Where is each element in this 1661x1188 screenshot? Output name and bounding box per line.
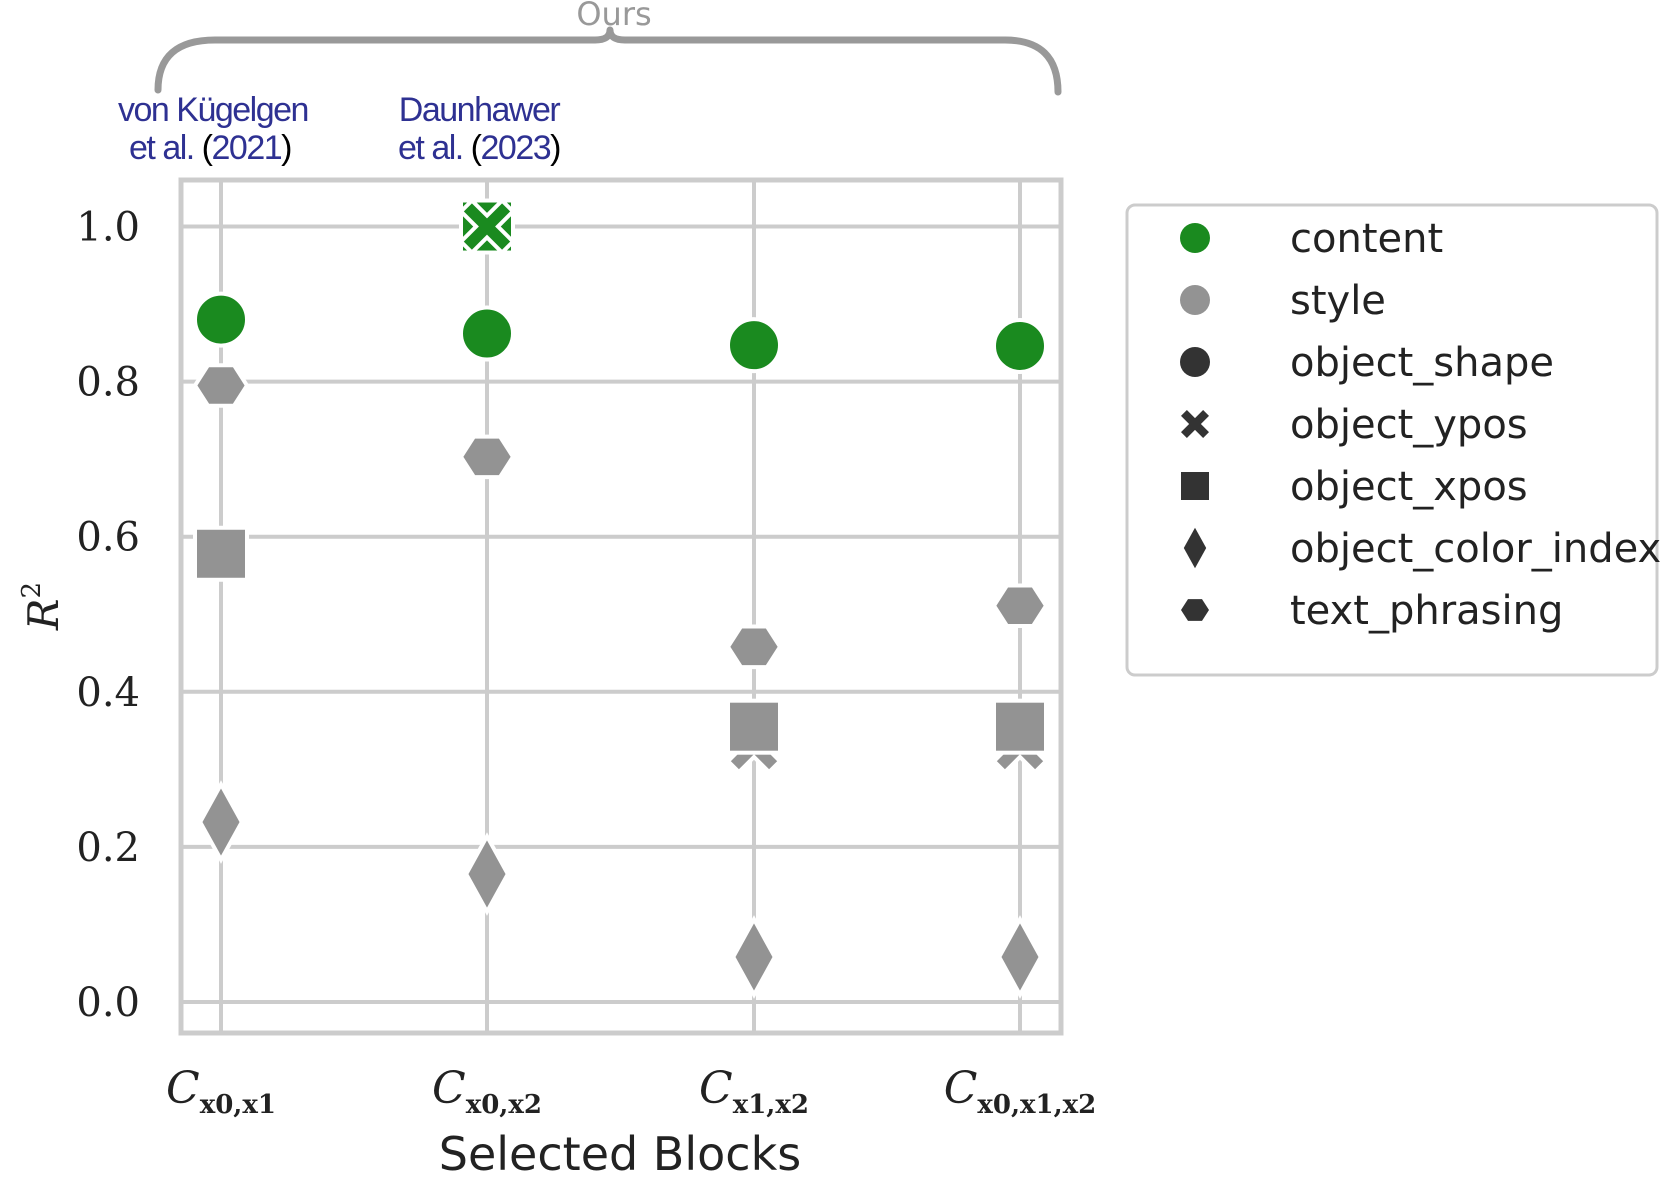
legend-marker-content [1180, 223, 1210, 253]
legend: content style object_shape object_yposobjec… [1180, 216, 1661, 634]
ours-label: Ours [576, 0, 651, 33]
y-axis-label-base: R [19, 598, 68, 631]
point-object_color_index-0 [197, 780, 245, 864]
y-tick-labels: 0.0 0.2 0.4 0.6 0.8 1.0 [76, 205, 140, 1026]
grid [181, 180, 1061, 1033]
point-object_xpos-3 [992, 698, 1048, 755]
x-tick-label-0: Cx0,x1 [166, 1063, 276, 1120]
point-text_phrasing-3 [991, 583, 1049, 628]
point-object_shape-3 [992, 317, 1048, 374]
legend-label-style: style [1290, 278, 1386, 324]
point-object_shape-0 [193, 291, 249, 348]
legend-marker-text-phrasing [1181, 599, 1209, 621]
x-tick-label-3: Cx0,x1,x2 [944, 1063, 1097, 1120]
point-object_color_index-2 [730, 915, 778, 999]
point-text_phrasing-2 [725, 624, 783, 670]
y-tick-label-4: 0.8 [76, 360, 140, 406]
legend-label-object-shape: object_shape [1290, 340, 1554, 386]
data-points [192, 197, 1049, 999]
point-object_xpos-0 [193, 525, 249, 582]
y-tick-label-2: 0.4 [76, 670, 140, 716]
legend-marker-object-xpos [1181, 472, 1209, 500]
y-tick-label-3: 0.6 [76, 515, 140, 561]
citation-1-line2: et al. (2021) [129, 129, 291, 167]
legend-label-object-ypos: object_ypos [1290, 402, 1528, 448]
y-tick-label-5: 1.0 [76, 205, 140, 251]
legend-label-object-xpos: object_xpos [1290, 464, 1528, 510]
x-tick-labels: Cx0,x1 Cx0,x2 Cx1,x2 Cx0,x1,x2 [166, 1063, 1096, 1120]
citation-von-kugelgen: von Kügelgen et al. (2021) [118, 91, 309, 167]
svg-text:R2: R2 [17, 582, 68, 631]
y-axis-label: R2 [17, 582, 68, 631]
legend-marker-style [1180, 285, 1210, 315]
citation-daunhawer: Daunhawer et al. (2023) [398, 91, 562, 167]
y-tick-label-0: 0.0 [76, 980, 140, 1026]
y-tick-label-1: 0.2 [76, 825, 140, 871]
legend-box [1125, 203, 1659, 677]
y-axis-label-sup: 2 [17, 582, 47, 599]
point-object_xpos-2 [726, 698, 782, 755]
legend-label-object-color-index: object_color_index [1290, 526, 1661, 572]
x-tick-label-2: Cx1,x2 [699, 1063, 809, 1120]
citation-1-line1: von Kügelgen [118, 91, 308, 129]
point-text_phrasing-1 [458, 434, 516, 480]
legend-label-content: content [1290, 216, 1443, 262]
ours-annotation: Ours [154, 0, 1062, 96]
legend-marker-object-ypos [1181, 410, 1209, 438]
x-axis-label: Selected Blocks [439, 1127, 801, 1181]
legend-marker-object-shape [1180, 347, 1210, 377]
x-tick-label-1: Cx0,x2 [432, 1063, 542, 1120]
point-object_shape-2 [726, 317, 782, 374]
citation-2-line1: Daunhawer [399, 91, 561, 129]
legend-marker-object-color-index [1183, 527, 1207, 569]
point-object_color_index-1 [463, 832, 511, 916]
point-object_color_index-3 [996, 915, 1044, 999]
point-object_shape-1 [459, 305, 515, 362]
legend-label-text-phrasing: text_phrasing [1290, 588, 1563, 634]
ours-brace [154, 26, 1062, 96]
point-text_phrasing-0 [192, 363, 250, 408]
plot-frame [178, 177, 1064, 1036]
point-object_ypos-1 [458, 197, 516, 256]
citation-2-line2: et al. (2023) [398, 129, 560, 167]
